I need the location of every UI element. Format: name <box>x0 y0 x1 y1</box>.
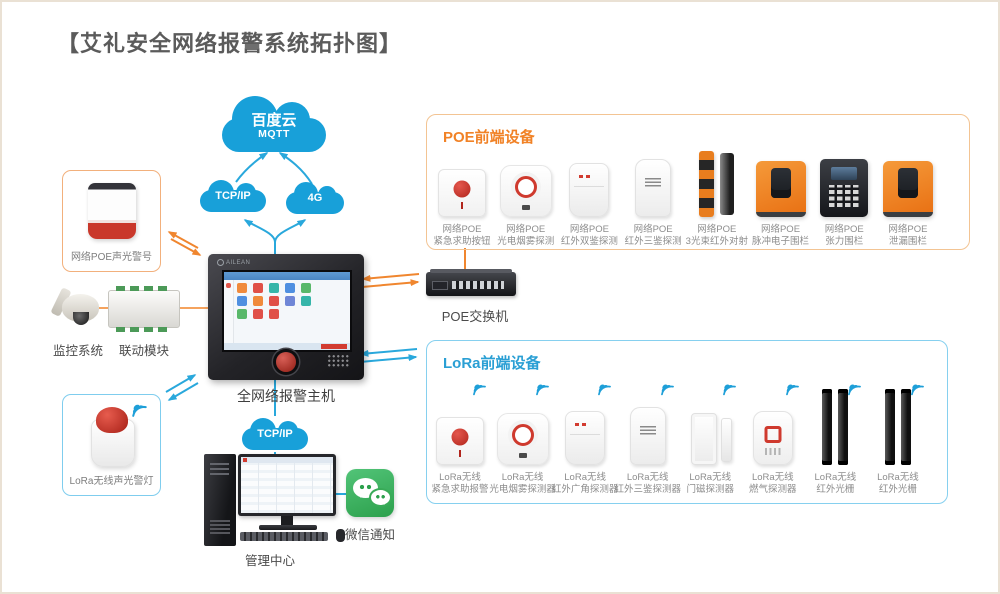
host-sos-button <box>276 352 296 372</box>
pir-dual-icon <box>569 163 610 217</box>
smoke-detector-icon <box>496 413 549 465</box>
poe-panel-title: POE前端设备 <box>443 129 535 146</box>
wechat-icon <box>346 469 394 517</box>
smoke-detector-icon <box>499 165 552 217</box>
host-label: 全网络报警主机 <box>237 388 335 404</box>
device-label: LoRa无线红外广角探测器 <box>551 472 619 496</box>
cloud-name: 百度云 <box>251 112 297 129</box>
tcpip-uplink-label: TCP/IP <box>215 190 251 202</box>
wifi-icon <box>660 384 674 396</box>
device-label: LoRa无线光电烟雾探测器 <box>489 472 556 496</box>
tcpip-downlink-label: TCP/IP <box>257 428 293 440</box>
gas-detector-icon <box>752 411 793 465</box>
device-label: LoRa无线红外光栅 <box>877 472 919 496</box>
lora-device-7: LoRa无线红外光栅 <box>804 384 866 497</box>
emergency-button-icon <box>436 417 484 465</box>
host-speaker <box>326 353 350 368</box>
device-label: LoRa无线门磁探测器 <box>686 472 734 496</box>
lora-siren-icon <box>90 407 135 467</box>
pir-triple-icon <box>629 407 666 465</box>
lora-device-3: LoRa无线红外广角探测器 <box>551 384 619 497</box>
page-title: 【艾礼安全网络报警系统拓扑图】 <box>57 31 403 56</box>
lora-device-2: LoRa无线光电烟雾探测器 <box>489 384 556 497</box>
fence-leak-icon <box>882 161 933 217</box>
device-label: LoRa无线紧急求助报警 <box>431 472 489 496</box>
host-screen <box>222 270 352 352</box>
host-app-grid <box>237 283 311 319</box>
tcpip-uplink-cloud: TCP/IP <box>200 180 266 212</box>
poe-switch-icon <box>426 269 516 296</box>
lora-device-4: LoRa无线红外三鉴探测器 <box>614 384 681 497</box>
pc-keyboard-icon <box>240 532 328 541</box>
pir-triple-icon <box>635 159 672 217</box>
poe-siren-box: 网络POE声光警号 <box>62 170 161 272</box>
wifi-icon <box>848 384 862 396</box>
lora-siren-label: LoRa无线声光警灯 <box>69 476 154 487</box>
wifi-icon <box>132 404 147 417</box>
pc-mouse-icon <box>336 529 345 542</box>
door-magnet-icon <box>689 413 733 465</box>
infrared-grating-icon <box>882 389 914 465</box>
wifi-icon <box>911 384 924 396</box>
host-brand: AILEAN <box>217 259 250 266</box>
lora-device-8: LoRa无线红外光栅 <box>867 384 929 497</box>
camera-label: 监控系统 <box>52 344 103 358</box>
tcpip-downlink-cloud: TCP/IP <box>242 418 308 450</box>
alarm-host-device: AILEAN <box>208 254 364 380</box>
beam-detector-icon <box>698 151 736 217</box>
pir-dual-icon <box>565 411 606 465</box>
management-label: 管理中心 <box>244 554 295 568</box>
wifi-icon <box>473 384 486 396</box>
wechat-label: 微信通知 <box>344 528 395 542</box>
poe-siren-label: 网络POE声光警号 <box>70 252 153 263</box>
pc-tower-icon <box>204 454 236 546</box>
fence-pulse-icon <box>755 161 806 217</box>
emergency-button-icon <box>438 169 486 217</box>
4g-uplink-label: 4G <box>307 192 323 204</box>
lora-device-1: LoRa无线紧急求助报警 <box>429 384 491 497</box>
dome-camera-icon <box>50 284 102 332</box>
device-label: LoRa无线红外三鉴探测器 <box>614 472 681 496</box>
poe-switch-label: POE交换机 <box>441 309 509 324</box>
module-label: 联动模块 <box>118 344 169 358</box>
lora-device-6: LoRa无线燃气探测器 <box>742 384 804 497</box>
wifi-icon <box>598 384 612 396</box>
cloud-protocol: MQTT <box>258 128 290 140</box>
4g-uplink-cloud: 4G <box>286 182 344 214</box>
pc-monitor-icon <box>238 454 336 516</box>
infrared-grating-icon <box>819 389 851 465</box>
fence-tension-icon <box>820 159 869 217</box>
lora-device-5: LoRa无线门磁探测器 <box>679 384 741 497</box>
wifi-icon <box>723 384 737 396</box>
device-label: LoRa无线燃气探测器 <box>749 472 797 496</box>
wifi-icon <box>785 384 799 396</box>
lora-siren-box: LoRa无线声光警灯 <box>62 394 161 496</box>
poe-siren-icon <box>87 183 136 239</box>
lora-panel-title: LoRa前端设备 <box>443 355 541 372</box>
device-label: LoRa无线红外光栅 <box>814 472 857 496</box>
wifi-icon <box>535 384 549 396</box>
baidu-cloud: 百度云 MQTT <box>222 96 326 152</box>
linkage-module-icon <box>108 286 180 332</box>
